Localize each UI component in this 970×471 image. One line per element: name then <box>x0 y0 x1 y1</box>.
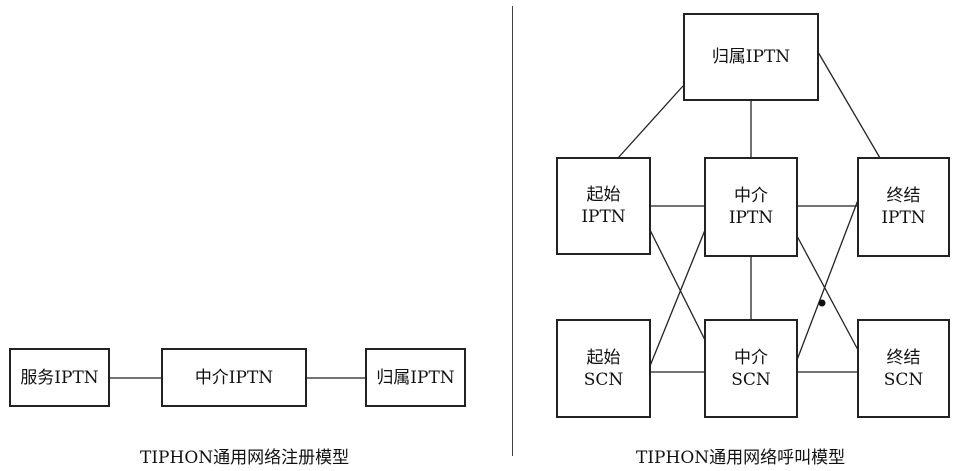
node-intermediate-scn: 中介 SCN <box>704 319 798 418</box>
node-label-line1: 中介 <box>734 186 768 206</box>
node-intermediate-iptn: 中介IPTN <box>161 348 307 407</box>
link-home-origin-iptn <box>617 85 684 159</box>
link-origin-scn-intermediate-iptn <box>649 229 706 367</box>
node-label-line2: IPTN <box>581 207 626 227</box>
link-origin-iptn-intermediate-scn <box>649 229 706 341</box>
node-terminating-iptn: 终结 IPTN <box>857 157 950 257</box>
node-origin-iptn: 起始 IPTN <box>556 157 651 255</box>
node-label-line1: 终结 <box>886 186 921 206</box>
link-intermediate-scn-terminating-iptn <box>796 199 859 361</box>
node-label-line1: 终结 <box>886 347 921 368</box>
node-home-iptn-call: 归属IPTN <box>683 13 819 101</box>
registration-model-caption: TIPHON通用网络注册模型 <box>140 448 350 468</box>
node-label-line2: SCN <box>731 369 771 390</box>
link-home-terminating-iptn <box>817 51 881 159</box>
node-label: 服务IPTN <box>20 367 99 388</box>
node-label: 归属IPTN <box>711 47 791 67</box>
node-terminating-scn: 终结 SCN <box>857 319 950 418</box>
node-label: 归属IPTN <box>376 367 455 388</box>
node-label-line2: IPTN <box>881 208 926 228</box>
junction-dot <box>818 299 826 307</box>
node-home-iptn: 归属IPTN <box>365 348 466 407</box>
node-label-line1: 起始 <box>586 347 621 368</box>
node-label: 中介IPTN <box>194 367 274 388</box>
node-label-line1: 起始 <box>586 185 621 205</box>
node-label-line2: SCN <box>883 369 924 390</box>
node-label-line2: IPTN <box>728 208 774 228</box>
call-model-caption: TIPHON通用网络呼叫模型 <box>636 448 846 468</box>
node-service-iptn: 服务IPTN <box>9 348 110 407</box>
panel-divider <box>512 6 513 456</box>
node-origin-scn: 起始 SCN <box>556 319 651 418</box>
link-intermediate-iptn-terminating-scn <box>796 235 859 351</box>
node-label-line2: SCN <box>583 369 624 390</box>
node-intermediate-iptn-call: 中介 IPTN <box>704 157 798 257</box>
node-label-line1: 中介 <box>734 347 768 368</box>
